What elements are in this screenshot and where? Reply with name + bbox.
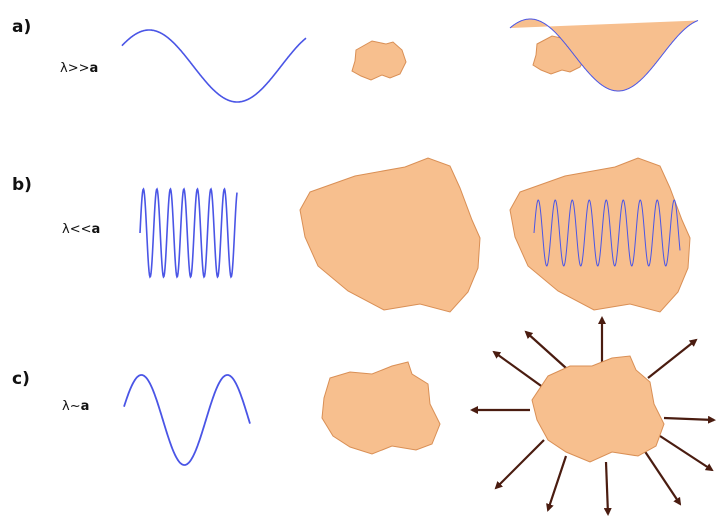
row-a-condition: λ>>a <box>60 61 98 76</box>
scatter-arrow <box>496 440 544 488</box>
scatter-arrow <box>606 462 608 514</box>
scatter-arrow <box>548 456 566 510</box>
scatter-arrow <box>644 450 680 504</box>
row-c-scattering-particle <box>532 356 664 462</box>
row-c: c) λ~a <box>12 318 714 514</box>
row-c-medium-particle <box>322 362 440 454</box>
row-a-small-particle <box>352 41 406 80</box>
row-b-short-wave <box>140 189 237 277</box>
row-c-comparable-wave <box>124 375 250 465</box>
row-b-label: b) <box>12 175 32 195</box>
row-b-large-particle-with-wave <box>510 158 690 312</box>
scatter-arrow <box>664 418 714 420</box>
scatter-arrow <box>526 332 566 368</box>
row-b-large-particle <box>300 158 480 312</box>
row-a-label: a) <box>12 17 31 37</box>
scatter-arrow <box>660 436 712 470</box>
scatter-arrow <box>494 352 544 388</box>
row-c-label: c) <box>12 369 30 389</box>
row-a-long-wave <box>122 30 306 102</box>
row-b-condition: λ<<a <box>62 222 100 237</box>
scatter-arrow <box>648 340 696 378</box>
row-a: a) λ>>a <box>12 17 698 102</box>
row-c-condition: λ~a <box>62 399 89 414</box>
row-b: b) λ<<a <box>12 158 690 312</box>
